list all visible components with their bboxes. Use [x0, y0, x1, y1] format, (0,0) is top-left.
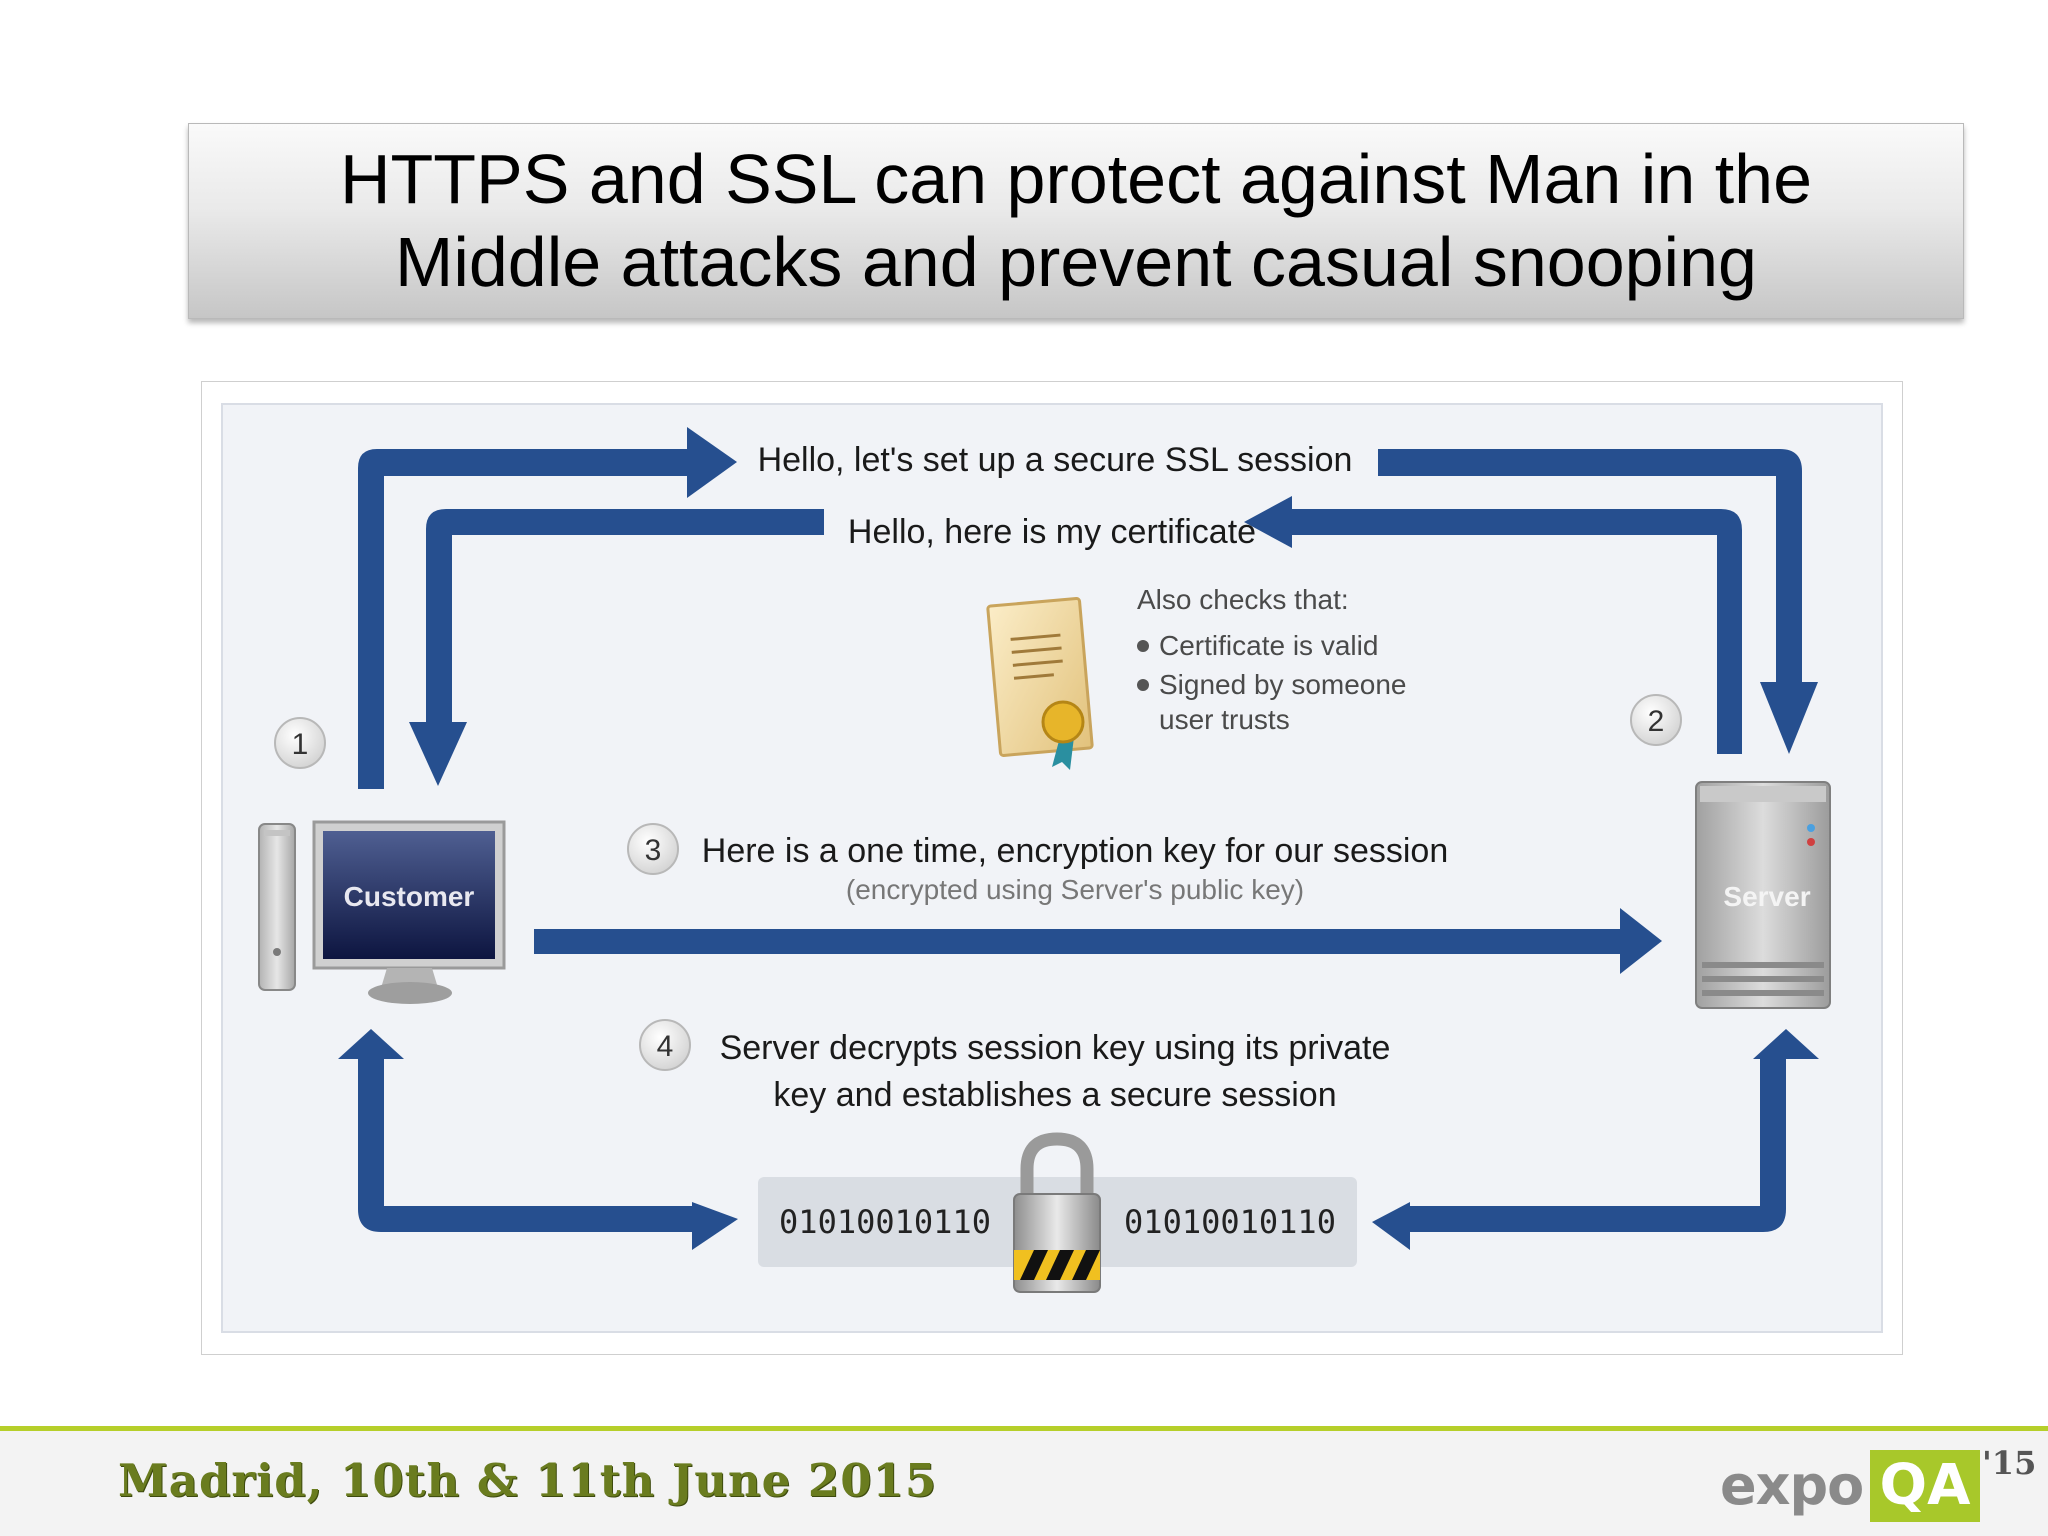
step-badge-2: 2	[1631, 695, 1681, 745]
msg-hello-server: Hello, here is my certificate	[848, 513, 1256, 551]
check-valid: Certificate is valid	[1159, 630, 1378, 661]
customer-label: Customer	[344, 881, 475, 912]
check-signed-line1: Signed by someone	[1159, 669, 1407, 700]
server-label: Server	[1723, 881, 1810, 912]
expoqa-logo: expo QA '15	[1720, 1440, 2030, 1530]
certificate-icon	[988, 598, 1093, 770]
slide-title: HTTPS and SSL can protect against Man in…	[189, 138, 1963, 304]
binary-right: 01010010110	[1124, 1203, 1336, 1241]
svg-text:3: 3	[645, 834, 662, 867]
check-bullet-signed	[1137, 679, 1149, 691]
server-icon: Server	[1696, 782, 1830, 1008]
logo-expo-text: expo	[1720, 1454, 1863, 1517]
svg-text:4: 4	[657, 1030, 674, 1063]
svg-text:2: 2	[1648, 705, 1665, 738]
binary-left: 01010010110	[779, 1203, 991, 1241]
msg-hello-client: Hello, let's set up a secure SSL session	[758, 441, 1353, 479]
step-badge-4: 4	[640, 1020, 690, 1070]
logo-year: '15	[1982, 1444, 2036, 1482]
svg-text:1: 1	[292, 728, 309, 761]
checks-title: Also checks that:	[1137, 584, 1349, 615]
check-signed-line2: user trusts	[1159, 704, 1290, 735]
ssl-diagram: Hello, let's set up a secure SSL session…	[201, 381, 1903, 1355]
step-badge-3: 3	[628, 824, 678, 874]
footer-event-date: Madrid, 10th & 11th June 2015	[118, 1454, 937, 1507]
logo-qa-box: QA	[1870, 1450, 1980, 1522]
step3-subtext: (encrypted using Server's public key)	[846, 874, 1304, 905]
step-badge-1: 1	[275, 718, 325, 768]
step4-text-line2: key and establishes a secure session	[773, 1076, 1336, 1114]
step3-text: Here is a one time, encryption key for o…	[702, 832, 1448, 870]
slide-title-box: HTTPS and SSL can protect against Man in…	[188, 123, 1964, 319]
step4-text-line1: Server decrypts session key using its pr…	[720, 1029, 1391, 1067]
check-bullet-valid	[1137, 640, 1149, 652]
